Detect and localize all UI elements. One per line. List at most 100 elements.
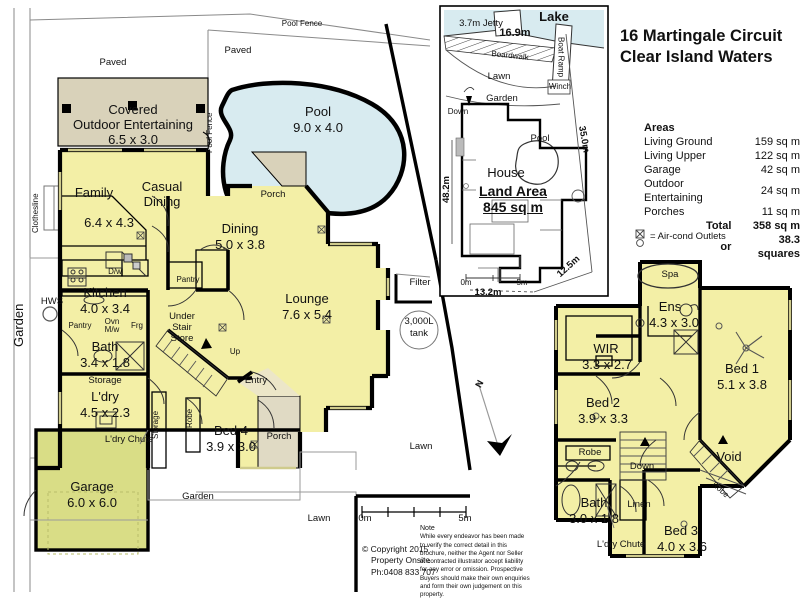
label-bath-dim-upper: 3.0 x 1.8	[569, 511, 619, 526]
filter-tank	[394, 273, 439, 350]
label-laundry-dim: 4.5 x 2.3	[80, 405, 130, 420]
area-value: 11 sq m	[761, 205, 800, 218]
disclaimer-note: Note While every endeavor has been made …	[420, 524, 530, 599]
label-scale-5-inset: 5m	[516, 278, 528, 287]
label-bed2-dim: 3.9 x 3.3	[578, 411, 628, 426]
or-value: 38.3 squares	[757, 233, 800, 260]
label-garden-bottom: Garden	[182, 491, 214, 502]
label-hws: HWS	[40, 296, 64, 307]
copyright-block: © Copyright 2015 Property Onsite Ph:0408…	[362, 544, 436, 578]
label-bath-ground: Bath	[91, 339, 119, 354]
spa-shape	[637, 263, 699, 289]
label-casual-1: Casual	[141, 179, 183, 194]
label-ens-dim: 4.3 x 3.0	[649, 315, 699, 330]
label-family-dim: 6.4 x 4.3	[84, 215, 134, 230]
label-jetty: 3.7m Jetty	[459, 18, 503, 29]
label-bed1-dim: 5.1 x 3.8	[717, 377, 767, 392]
label-garage: Garage	[70, 479, 114, 494]
label-dining: Dining	[221, 221, 259, 236]
label-bath-upper: Bath	[580, 495, 608, 510]
label-paved-left: Paved	[99, 57, 127, 68]
label-down-inset: Down	[447, 107, 469, 116]
label-lawn-bottom: Lawn	[307, 513, 331, 524]
area-value: 159 sq m	[754, 135, 800, 148]
kitchen-fittings	[67, 251, 147, 305]
label-garden-left: Garden	[11, 303, 26, 347]
label-scale-0-inset: 0m	[460, 278, 472, 287]
label-outdoor-1: Covered	[108, 102, 158, 117]
ground-partitions	[61, 195, 229, 469]
area-label: Garage	[644, 163, 681, 176]
area-label: Living Ground	[644, 135, 713, 148]
label-bed4-dim: 3.9 x 3.0	[206, 439, 256, 454]
label-scale-0-ground: 0m	[358, 513, 372, 524]
label-outdoor-dim: 6.5 x 3.0	[108, 132, 158, 147]
label-dim-left: 48.2m	[441, 176, 452, 204]
label-land-area-value: 845 sq m	[483, 199, 543, 215]
upper-floor-plan	[554, 260, 792, 558]
ground-stairs	[155, 329, 229, 397]
label-bed4: Bed 4	[214, 423, 248, 438]
area-label: Living Upper	[644, 149, 706, 162]
aircon-legend-symbol	[635, 229, 645, 247]
label-filter: Filter	[409, 277, 431, 288]
label-robe-upper-1: Robe	[578, 447, 602, 458]
ceiling-fan-bed1	[735, 331, 765, 365]
label-pantry-kitchen: Pantry	[68, 321, 92, 330]
label-wir: WIR	[593, 341, 619, 356]
label-casual-2: Dining	[143, 194, 181, 209]
outdoor-entertaining-room	[57, 77, 209, 147]
label-bath-dim-ground: 3.4 x 1.8	[80, 355, 130, 370]
copyright-line: © Copyright 2015	[362, 544, 429, 554]
label-dishwasher: D/w	[108, 267, 122, 276]
light-bed3	[680, 520, 688, 528]
site-plan-inset	[439, 5, 609, 297]
label-fridge: Frg	[131, 321, 143, 330]
label-dining-dim: 5.0 x 3.8	[215, 237, 265, 252]
table-row-or: or 38.3 squares	[644, 234, 800, 262]
stairs-down-arrow2	[718, 435, 728, 444]
scale-bar-ground	[361, 506, 467, 518]
label-robe-ground: Robe	[185, 408, 194, 428]
stairs-up-arrow-ground	[201, 338, 212, 349]
title-line-2: Clear Island Waters	[620, 47, 773, 66]
label-lounge: Lounge	[285, 291, 329, 306]
label-up: Up	[229, 347, 241, 356]
label-wir-dim: 3.3 x 2.7	[582, 357, 632, 372]
light-bed1	[715, 322, 723, 330]
label-linen: Linen	[627, 499, 651, 510]
label-kitchen: Kitchen	[83, 285, 127, 300]
label-boat-ramp: Boat Ramp	[556, 36, 566, 78]
garage-car-space	[47, 491, 139, 555]
company-line: Property Onsite	[371, 555, 431, 566]
total-label: Total	[705, 219, 732, 232]
table-row-total: Total 358 sq m	[644, 220, 800, 234]
table-row: Living Upper 122 sq m	[644, 150, 800, 164]
label-pool: Pool	[304, 104, 332, 119]
label-land-area: Land Area	[479, 183, 547, 199]
areas-heading: Areas	[644, 122, 675, 134]
aircon-outlets-ground	[136, 225, 331, 449]
label-storage-side: Storage	[151, 410, 160, 440]
windows-ground	[58, 148, 390, 470]
garage-room	[34, 428, 150, 552]
chute-leaders	[139, 429, 615, 529]
hws-symbol	[42, 306, 58, 322]
label-paved-right: Paved	[224, 45, 252, 56]
label-under-stair-store: Under Stair Store	[169, 311, 195, 344]
table-row: Porches 11 sq m	[644, 206, 800, 220]
note-body: While every endeavor has been made to ve…	[420, 533, 530, 599]
table-row: Garage 42 sq m	[644, 164, 800, 178]
area-value: 42 sq m	[760, 163, 800, 176]
label-outdoor-2: Outdoor Entertaining	[73, 117, 193, 132]
label-porch-top: Porch	[260, 189, 286, 200]
label-pantry-stair: Pantry	[176, 275, 200, 284]
label-winch: Winch	[548, 82, 572, 91]
label-tank: 3,000L tank	[404, 316, 434, 339]
label-storage-top: Storage	[88, 375, 122, 386]
label-lake: Lake	[539, 9, 569, 24]
area-value: 122 sq m	[754, 149, 800, 162]
bottom-site-edge	[354, 494, 470, 592]
area-value: 24 sq m	[760, 184, 800, 197]
